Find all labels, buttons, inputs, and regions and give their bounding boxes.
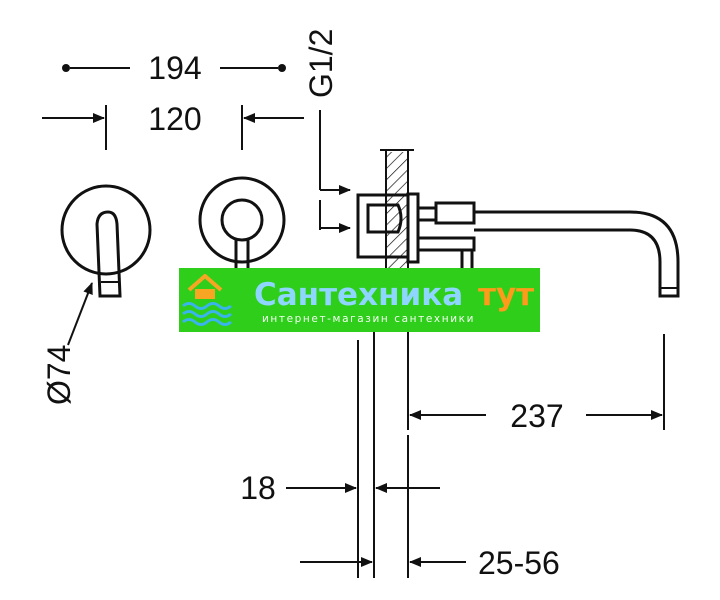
dimension-237: 237 [407,332,665,434]
dimension-194-label: 194 [148,50,201,86]
dimension-237-label: 237 [510,398,563,434]
dimension-diameter: Ø74 [41,282,93,405]
dimension-120-label: 120 [148,101,201,137]
watermark-title-main: Сантехника [254,277,463,313]
dimension-g12: G1/2 [303,29,351,233]
thread-label: G1/2 [303,29,339,98]
spout-rosette-front [198,176,286,330]
dimension-120: 120 [42,101,304,150]
watermark-subtitle: интернет-магазин сантехники [262,313,475,325]
svg-text:Сантехника тут: Сантехника тут [254,277,534,313]
dimension-range-label: 25-56 [478,545,560,581]
watermark-title-accent: тут [478,277,534,313]
faucet-side-view [356,192,680,324]
dimension-18-and-range: 18 25-56 [240,318,560,581]
diameter-label: Ø74 [41,345,77,405]
dimension-18-label: 18 [240,470,276,506]
watermark-banner: Сантехника тут интернет-магазин сантехни… [179,268,540,332]
house-waves-logo-icon [182,274,232,326]
handle-rosette-front [60,184,152,298]
dimension-194: 194 [62,50,286,86]
